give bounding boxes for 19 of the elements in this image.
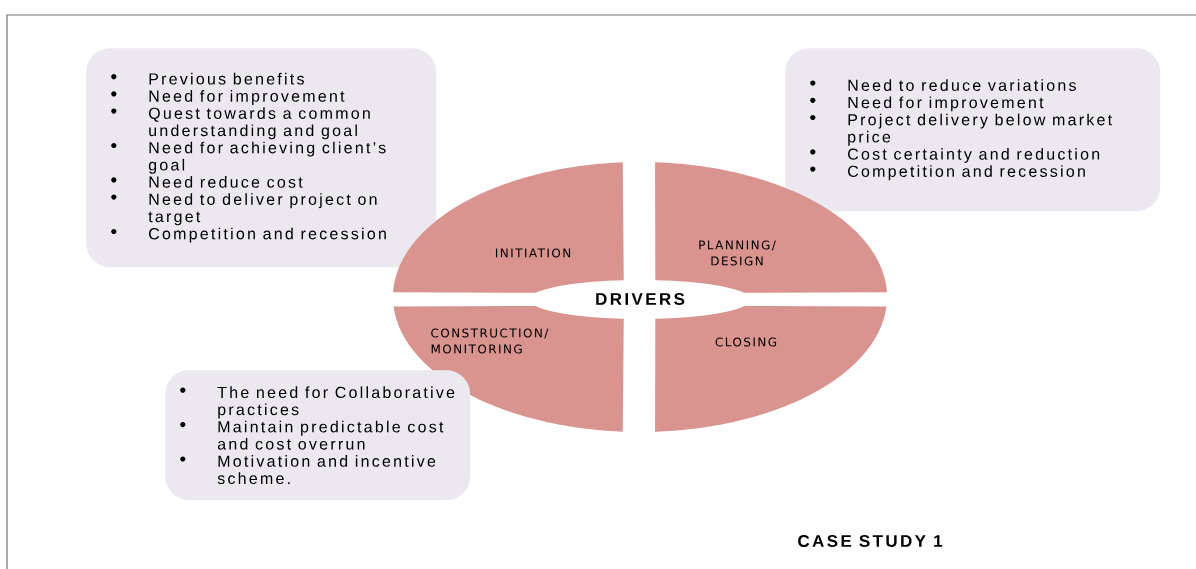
list-item: Competition and recession bbox=[111, 227, 386, 243]
bullet-box bbox=[86, 48, 437, 268]
list-item: Cost certainty and reduction bbox=[810, 148, 1100, 163]
segment: INITIATION bbox=[393, 162, 624, 293]
list-item: Need to deliver project on target bbox=[111, 193, 377, 226]
list-item: Need for improvement bbox=[810, 96, 1044, 112]
segment: CLOSING bbox=[655, 306, 887, 432]
list-item: Need to reduce variations bbox=[810, 79, 1076, 91]
list-item: Need reduce cost bbox=[111, 176, 303, 188]
bullet-box bbox=[785, 48, 1161, 212]
list-item: Quest towards a common understanding and goal bbox=[111, 107, 370, 140]
list-item: Need for improvement bbox=[111, 90, 345, 105]
list-item: Motivation and incentive scheme. bbox=[180, 455, 436, 485]
caption: CASE STUDY 1 bbox=[798, 534, 943, 547]
list-item: Need for achieving client’s goal bbox=[111, 141, 386, 174]
node-label: DRIVERS bbox=[596, 292, 685, 306]
list-item: Project delivery below market price bbox=[810, 113, 1112, 146]
bullet-box bbox=[165, 370, 471, 501]
list-item: Previous benefits bbox=[111, 72, 304, 85]
